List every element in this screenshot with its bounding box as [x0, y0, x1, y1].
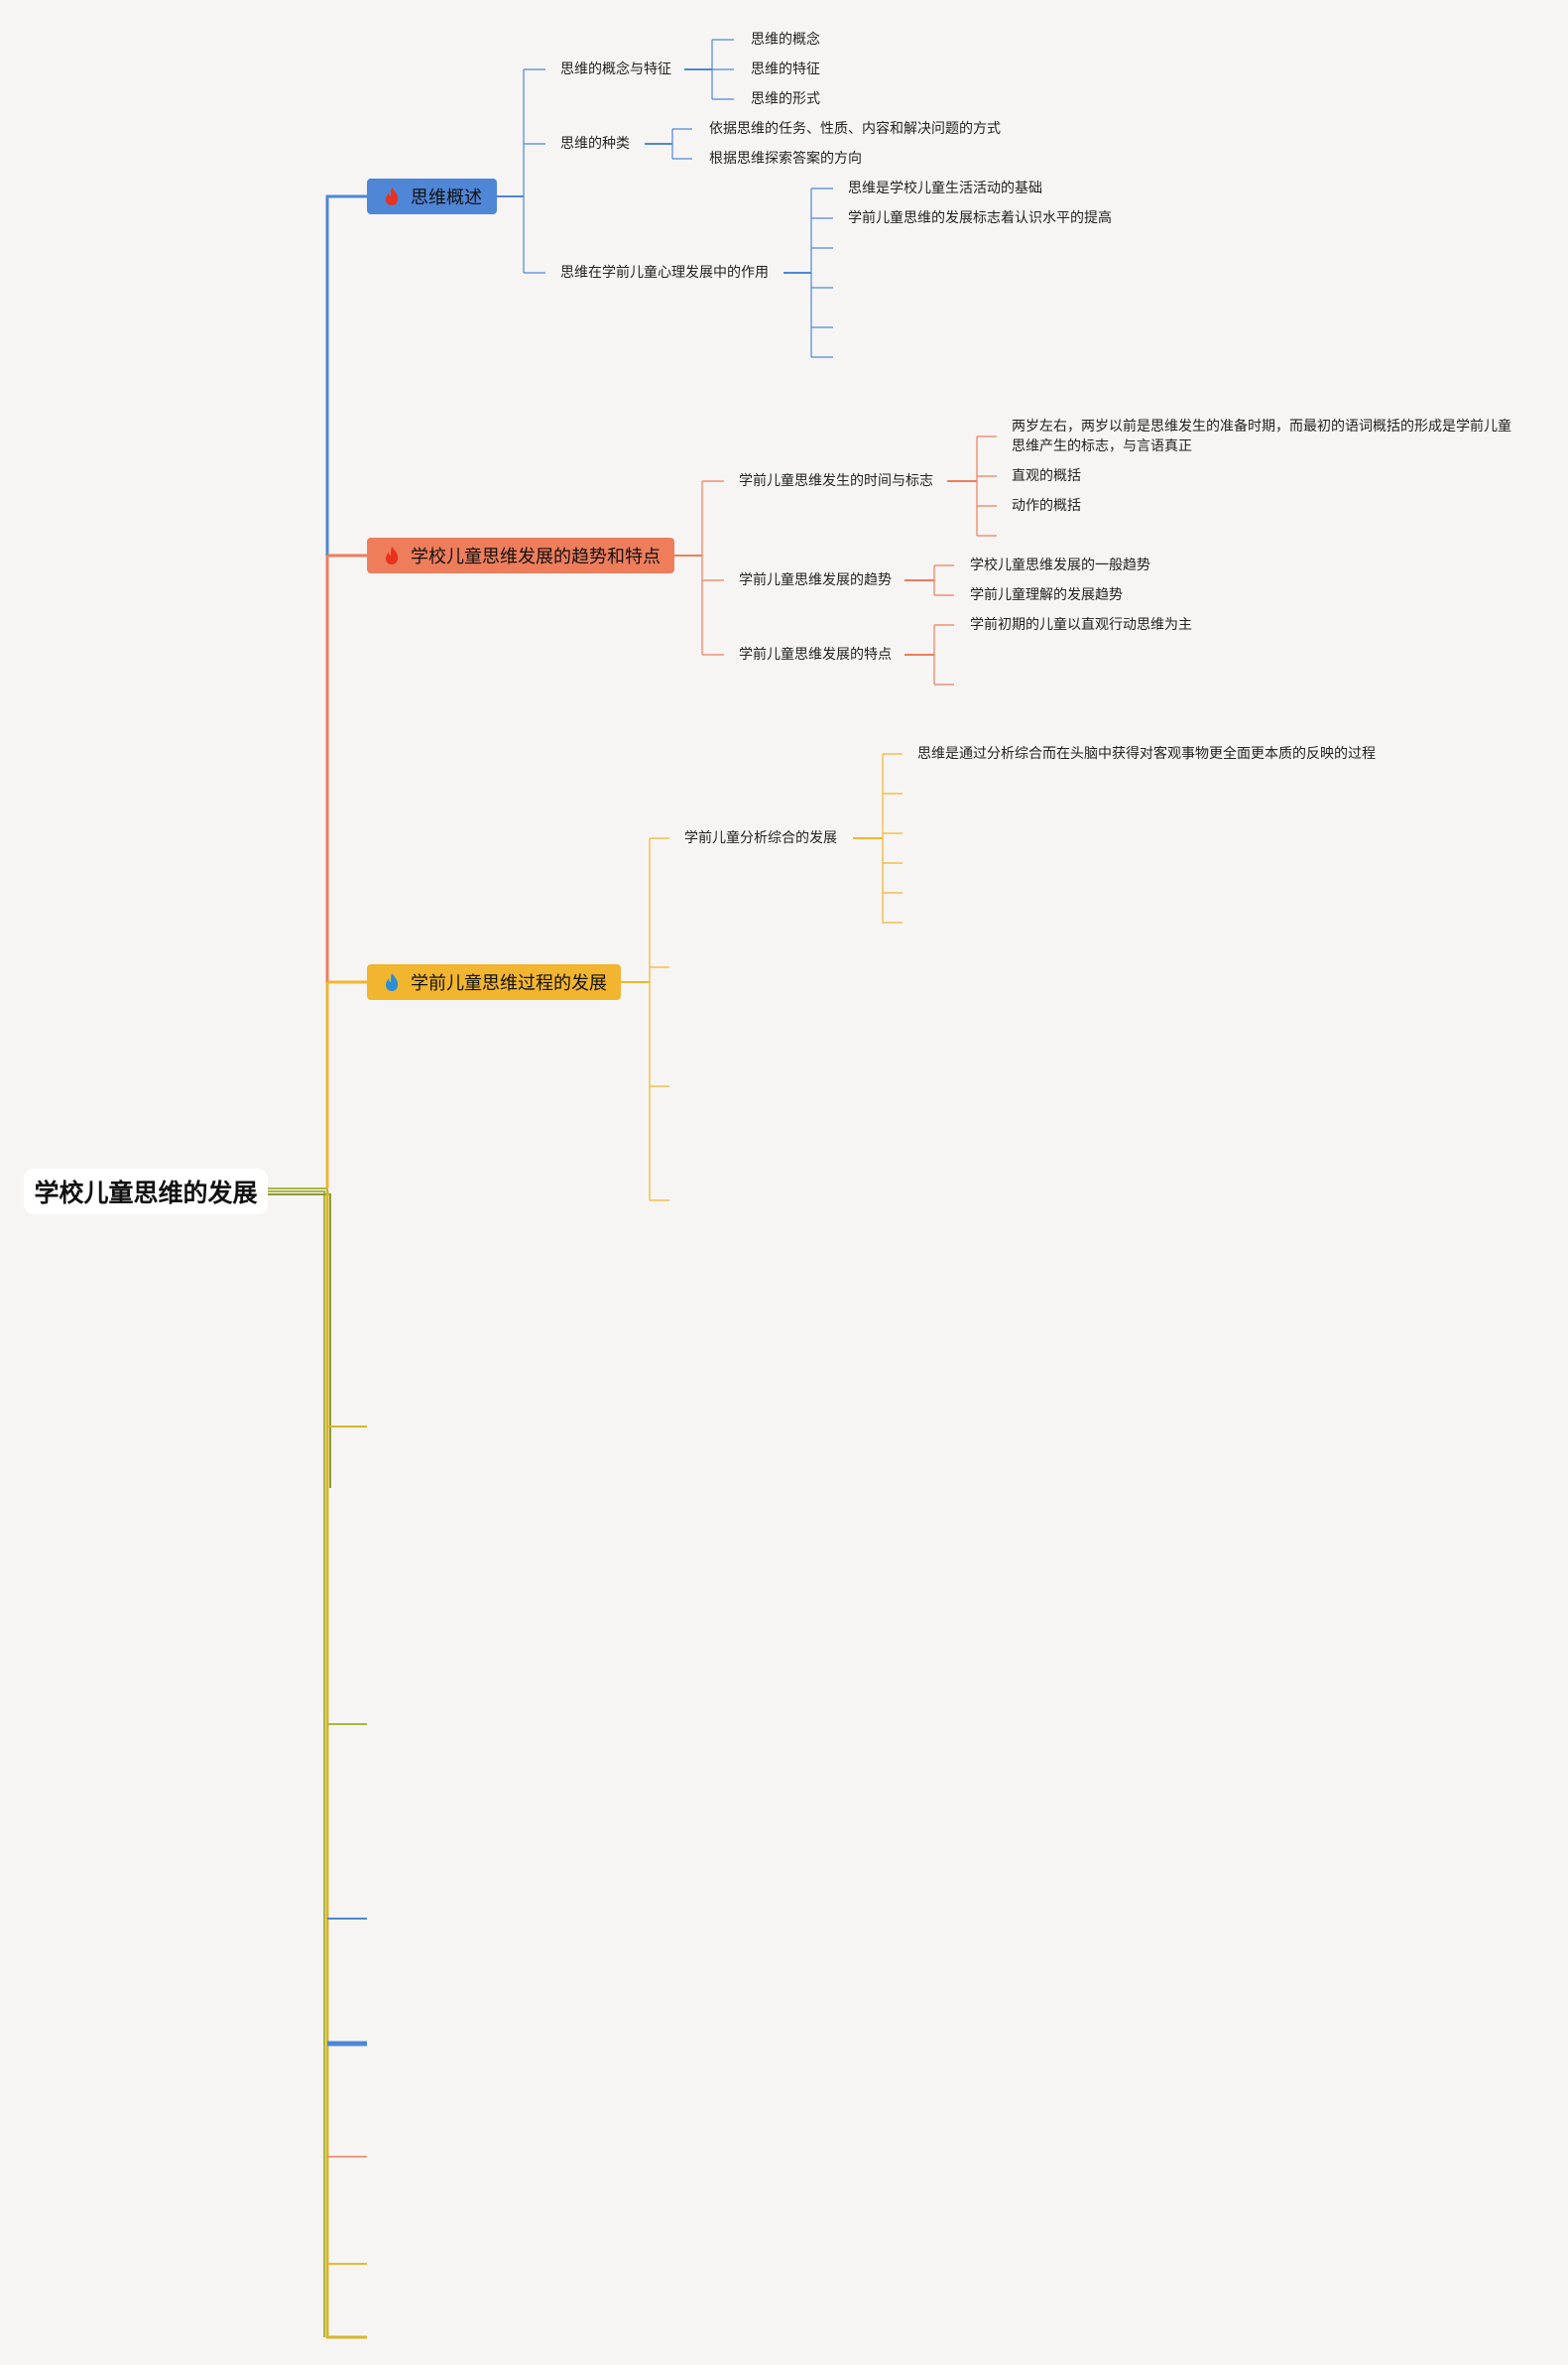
topic2-connectors — [674, 436, 997, 685]
leaf-item[interactable]: 思维的特征 — [751, 62, 820, 77]
subtopic-role[interactable]: 思维在学前儿童心理发展中的作用 — [560, 265, 769, 281]
leaf-item[interactable]: 两岁左右，两岁以前是思维发生的准备时期，而最初的语词概括的形成是学前儿童思维产生… — [1012, 419, 1511, 454]
root-trunk — [268, 194, 367, 2339]
leaf-item[interactable]: 根据思维探索答案的方向 — [709, 151, 862, 167]
leaf-item[interactable]: 思维是学校儿童生活活动的基础 — [848, 181, 1042, 196]
subtopic-analysis-synthesis[interactable]: 学前儿童分析综合的发展 — [684, 830, 837, 846]
topic-overview[interactable]: 思维概述 — [367, 179, 497, 214]
leaf-item[interactable]: 学前初期的儿童以直观行动思维为主 — [970, 617, 1192, 633]
subtopic-time-marker[interactable]: 学前儿童思维发生的时间与标志 — [739, 473, 933, 489]
flame-red-icon — [386, 187, 399, 205]
subtopic-types[interactable]: 思维的种类 — [560, 136, 630, 152]
leaf-item[interactable]: 学前儿童思维的发展标志着认识水平的提高 — [848, 210, 1112, 226]
topic-trend-features-label: 学校儿童思维发展的趋势和特点 — [411, 547, 661, 567]
leaf-item[interactable]: 依据思维的任务、性质、内容和解决问题的方式 — [709, 121, 1001, 137]
flame-red-icon — [386, 547, 399, 564]
leaf-item[interactable]: 思维的概念 — [751, 32, 820, 48]
topic-overview-label: 思维概述 — [411, 187, 482, 208]
topic-thinking-process-label: 学前儿童思维过程的发展 — [411, 973, 607, 994]
topic1-connectors — [497, 39, 833, 358]
root-topic[interactable]: 学校儿童思维的发展 — [24, 1169, 268, 1214]
subtopic-concept-features[interactable]: 思维的概念与特征 — [560, 62, 671, 77]
leaf-item[interactable]: 学前儿童理解的发展趋势 — [970, 587, 1123, 603]
topic-thinking-process[interactable]: 学前儿童思维过程的发展 — [367, 964, 621, 1000]
topic3-connectors — [621, 753, 903, 1201]
flame-blue-icon — [386, 973, 399, 991]
leaf-item[interactable]: 动作的概括 — [1012, 498, 1081, 514]
subtopic-features[interactable]: 学前儿童思维发展的特点 — [739, 647, 892, 663]
leaf-item[interactable]: 学校儿童思维发展的一般趋势 — [970, 558, 1150, 573]
subtopic-trend[interactable]: 学前儿童思维发展的趋势 — [739, 572, 892, 588]
leaf-item[interactable]: 思维是通过分析综合而在头脑中获得对客观事物更全面更本质的反映的过程 — [917, 746, 1376, 762]
leaf-item[interactable]: 直观的概括 — [1012, 468, 1081, 484]
topic-trend-features[interactable]: 学校儿童思维发展的趋势和特点 — [367, 538, 674, 573]
leaf-item[interactable]: 思维的形式 — [751, 91, 820, 107]
